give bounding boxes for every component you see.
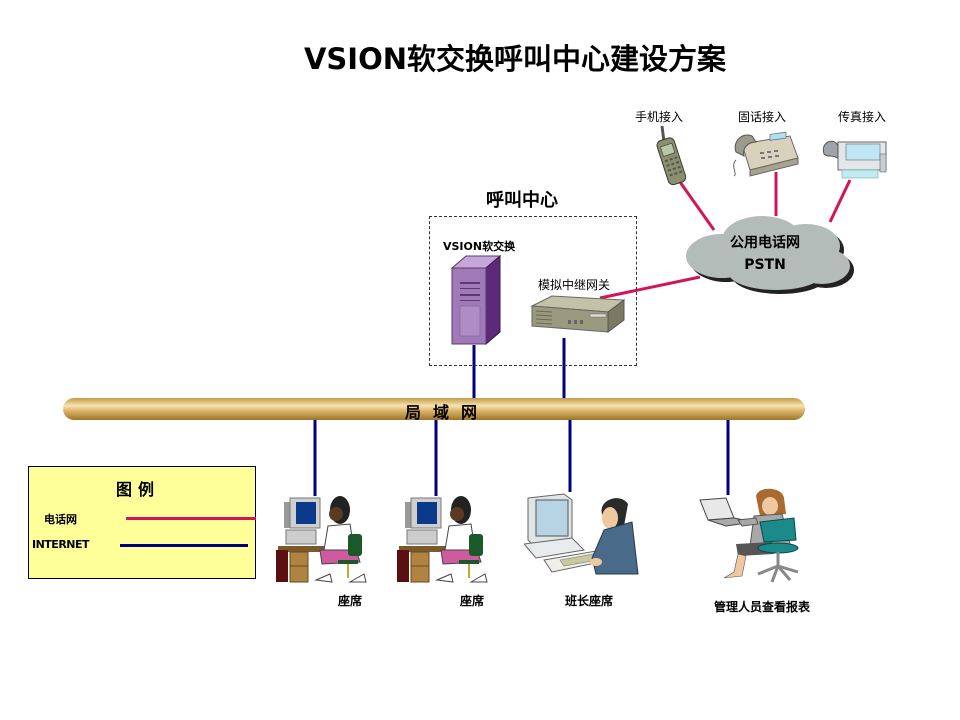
softswitch-label: VSION软交换 — [443, 240, 516, 253]
agent-2-label: 座席 — [460, 594, 485, 608]
landline-access-label: 固话接入 — [738, 110, 787, 124]
agent-1-label: 座席 — [338, 594, 363, 608]
pstn-cloud-icon — [686, 216, 854, 294]
page-title: VSION软交换呼叫中心建设方案 — [303, 42, 727, 76]
mobile-link — [678, 181, 716, 231]
legend-box — [28, 466, 256, 579]
landline-phone-icon — [733, 131, 799, 177]
lan-backbone — [63, 398, 805, 420]
pstn-label: 公用电话网 PSTN — [700, 232, 830, 276]
legend-label-internet: INTERNET — [32, 538, 90, 551]
legend-title: 图例 — [116, 480, 161, 499]
gateway-pstn-link — [599, 275, 701, 300]
legend-swatch-internet — [120, 544, 248, 547]
pstn-label-en: PSTN — [744, 257, 786, 273]
manager-laptop-icon — [699, 488, 799, 583]
lan-label: 局域网 — [405, 403, 490, 422]
mobile-access-label: 手机接入 — [635, 110, 684, 124]
call-center-title: 呼叫中心 — [486, 190, 558, 211]
softswitch-server-icon — [450, 254, 502, 346]
supervisor-workstation-icon — [524, 493, 639, 575]
manager-label: 管理人员查看报表 — [714, 600, 811, 614]
legend-label-phone: 电话网 — [44, 513, 77, 526]
fax-link — [828, 179, 852, 223]
pstn-label-cn: 公用电话网 — [730, 235, 800, 251]
agent-workstation-icon — [276, 496, 367, 583]
call-center-boundary — [429, 216, 637, 366]
agent-workstation-icon — [397, 496, 488, 583]
gateway-label: 模拟中继网关 — [538, 278, 611, 292]
legend-swatch-phone — [126, 517, 256, 520]
fax-access-label: 传真接入 — [838, 110, 887, 124]
trunk-gateway-icon — [530, 295, 626, 333]
fax-machine-icon — [822, 140, 887, 179]
mobile-phone-icon — [656, 125, 687, 186]
supervisor-label: 班长座席 — [565, 594, 614, 608]
